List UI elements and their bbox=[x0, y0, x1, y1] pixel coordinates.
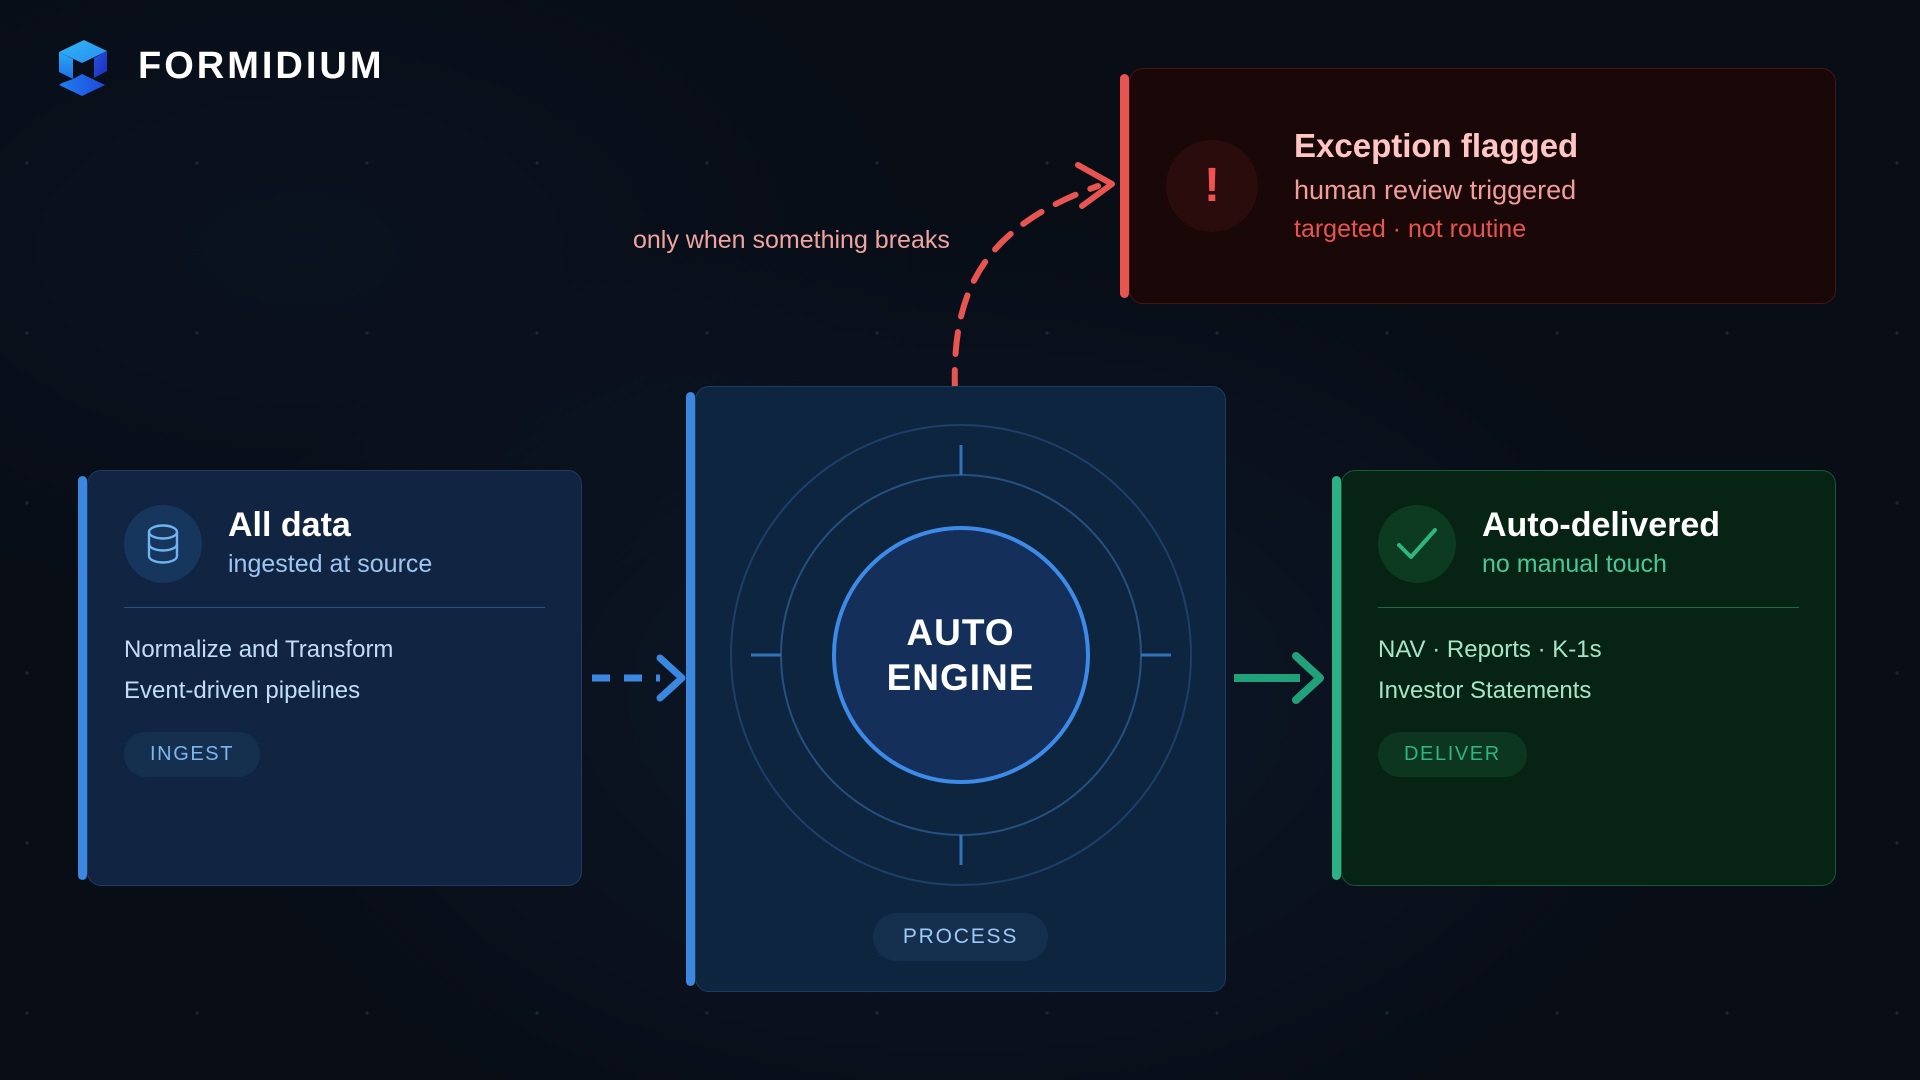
exclamation-glyph: ! bbox=[1204, 158, 1220, 212]
engine-label-line1: AUTO bbox=[906, 611, 1015, 653]
stage-card-ingest[interactable]: All data ingested at source Normalize an… bbox=[78, 470, 582, 886]
deliver-detail-line: Investor Statements bbox=[1378, 676, 1592, 704]
connector-process-to-deliver bbox=[1234, 652, 1324, 704]
engine-rings bbox=[729, 424, 1192, 886]
ingest-stage-pill[interactable]: INGEST bbox=[124, 731, 261, 777]
database-icon bbox=[124, 505, 202, 583]
brand-name: FORMIDIUM bbox=[138, 44, 385, 87]
exclamation-icon: ! bbox=[1166, 139, 1258, 232]
engine-label-line2: ENGINE bbox=[886, 657, 1035, 698]
deliver-accent-rail bbox=[1332, 476, 1341, 880]
exception-subtitle: human review triggered bbox=[1294, 174, 1577, 205]
connector-process-to-exception bbox=[951, 162, 1115, 395]
process-accent-rail bbox=[686, 392, 695, 986]
check-icon bbox=[1378, 505, 1456, 583]
stage-card-process[interactable]: AUTO ENGINE PROCESS bbox=[686, 386, 1226, 992]
ingest-accent-rail bbox=[78, 476, 87, 880]
deliver-title: Auto-delivered bbox=[1482, 506, 1721, 545]
isometric-cube-icon bbox=[59, 40, 107, 96]
exception-card-header: ! Exception flagged human review trigger… bbox=[1166, 126, 1579, 244]
deliver-card-header: Auto-delivered no manual touch bbox=[1378, 505, 1799, 583]
connector-ingest-to-process bbox=[592, 654, 686, 702]
stage-card-deliver[interactable]: Auto-delivered no manual touch NAV · Rep… bbox=[1332, 470, 1836, 886]
deliver-detail-line: NAV · Reports · K-1s bbox=[1378, 636, 1602, 663]
ingest-divider bbox=[124, 607, 545, 608]
ingest-title: All data bbox=[228, 506, 351, 545]
ingest-subtitle: ingested at source bbox=[228, 550, 433, 579]
exception-title: Exception flagged bbox=[1294, 126, 1579, 164]
exception-card[interactable]: ! Exception flagged human review trigger… bbox=[1120, 68, 1836, 304]
deliver-divider bbox=[1378, 607, 1799, 608]
process-stage-pill[interactable]: PROCESS bbox=[872, 913, 1049, 961]
ingest-detail-line: Normalize and Transform bbox=[124, 636, 394, 663]
exception-connector-label: only when something breaks bbox=[633, 226, 950, 254]
engine-core: AUTO ENGINE bbox=[831, 526, 1090, 784]
exception-meta: targeted · not routine bbox=[1294, 215, 1527, 244]
ingest-card-header: All data ingested at source bbox=[124, 505, 545, 583]
exception-accent-rail bbox=[1120, 74, 1129, 298]
ingest-detail-line: Event-driven pipelines bbox=[124, 676, 361, 704]
deliver-stage-pill[interactable]: DELIVER bbox=[1378, 731, 1527, 777]
brand-logo: FORMIDIUM bbox=[48, 35, 385, 97]
deliver-subtitle: no manual touch bbox=[1482, 550, 1667, 579]
